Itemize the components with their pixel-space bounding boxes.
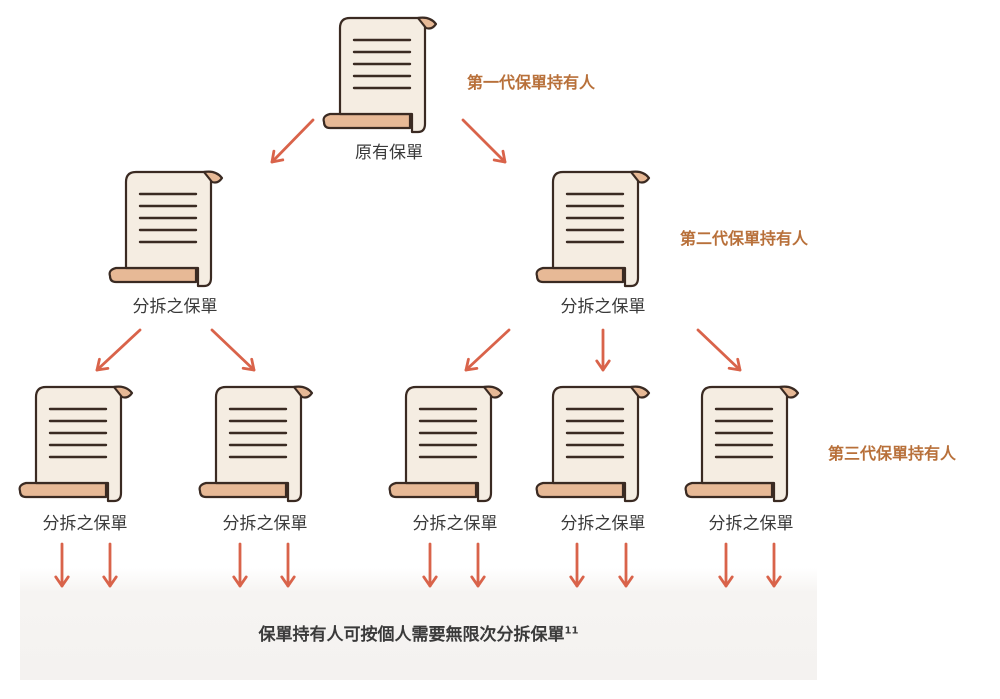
arrow-icon bbox=[102, 542, 118, 588]
scroll-icon-gen2-right bbox=[535, 170, 651, 288]
arrow-icon bbox=[464, 328, 511, 372]
node-label-root: 原有保單 bbox=[355, 143, 423, 163]
arrow-icon bbox=[270, 118, 315, 164]
arrow-icon bbox=[232, 542, 248, 588]
footnote-marker: 11 bbox=[564, 625, 579, 637]
arrow-icon bbox=[696, 328, 742, 372]
footer-band: 保單持有人可按個人需要無限次分拆保單11 bbox=[20, 568, 817, 680]
scroll-icon-gen3-4 bbox=[535, 385, 651, 503]
scroll-icon-gen2-left bbox=[108, 170, 224, 288]
node-label-gen3-5: 分拆之保單 bbox=[708, 514, 794, 534]
generation-label-first: 第一代保單持有人 bbox=[467, 73, 596, 92]
footer-text: 保單持有人可按個人需要無限次分拆保單 bbox=[258, 625, 565, 645]
arrow-icon bbox=[95, 328, 142, 372]
arrow-icon bbox=[422, 542, 438, 588]
scroll-icon-gen3-1 bbox=[18, 385, 134, 503]
arrow-icon bbox=[280, 542, 296, 588]
arrow-icon bbox=[470, 542, 486, 588]
node-label-gen2-right: 分拆之保單 bbox=[560, 297, 646, 317]
arrow-icon bbox=[595, 328, 611, 372]
arrow-icon bbox=[718, 542, 734, 588]
generation-label-third: 第三代保單持有人 bbox=[828, 444, 957, 463]
node-label-gen3-3: 分拆之保單 bbox=[412, 514, 498, 534]
scroll-icon-gen3-2 bbox=[198, 385, 314, 503]
node-label-gen2-left: 分拆之保單 bbox=[132, 297, 218, 317]
node-label-gen3-2: 分拆之保單 bbox=[222, 514, 308, 534]
node-label-gen3-1: 分拆之保單 bbox=[42, 514, 128, 534]
scroll-icon-gen3-3 bbox=[388, 385, 504, 503]
arrow-icon bbox=[618, 542, 634, 588]
node-label-gen3-4: 分拆之保單 bbox=[560, 514, 646, 534]
scroll-icon-gen3-5 bbox=[684, 385, 800, 503]
arrow-icon bbox=[766, 542, 782, 588]
generation-label-second: 第二代保單持有人 bbox=[680, 229, 809, 248]
arrow-group bbox=[54, 118, 782, 588]
scroll-icon-root bbox=[322, 16, 438, 134]
footer-caption: 保單持有人可按個人需要無限次分拆保單11 bbox=[20, 620, 817, 645]
arrow-icon bbox=[461, 118, 507, 164]
arrow-icon bbox=[54, 542, 70, 588]
arrow-icon bbox=[569, 542, 585, 588]
arrow-icon bbox=[210, 328, 256, 372]
